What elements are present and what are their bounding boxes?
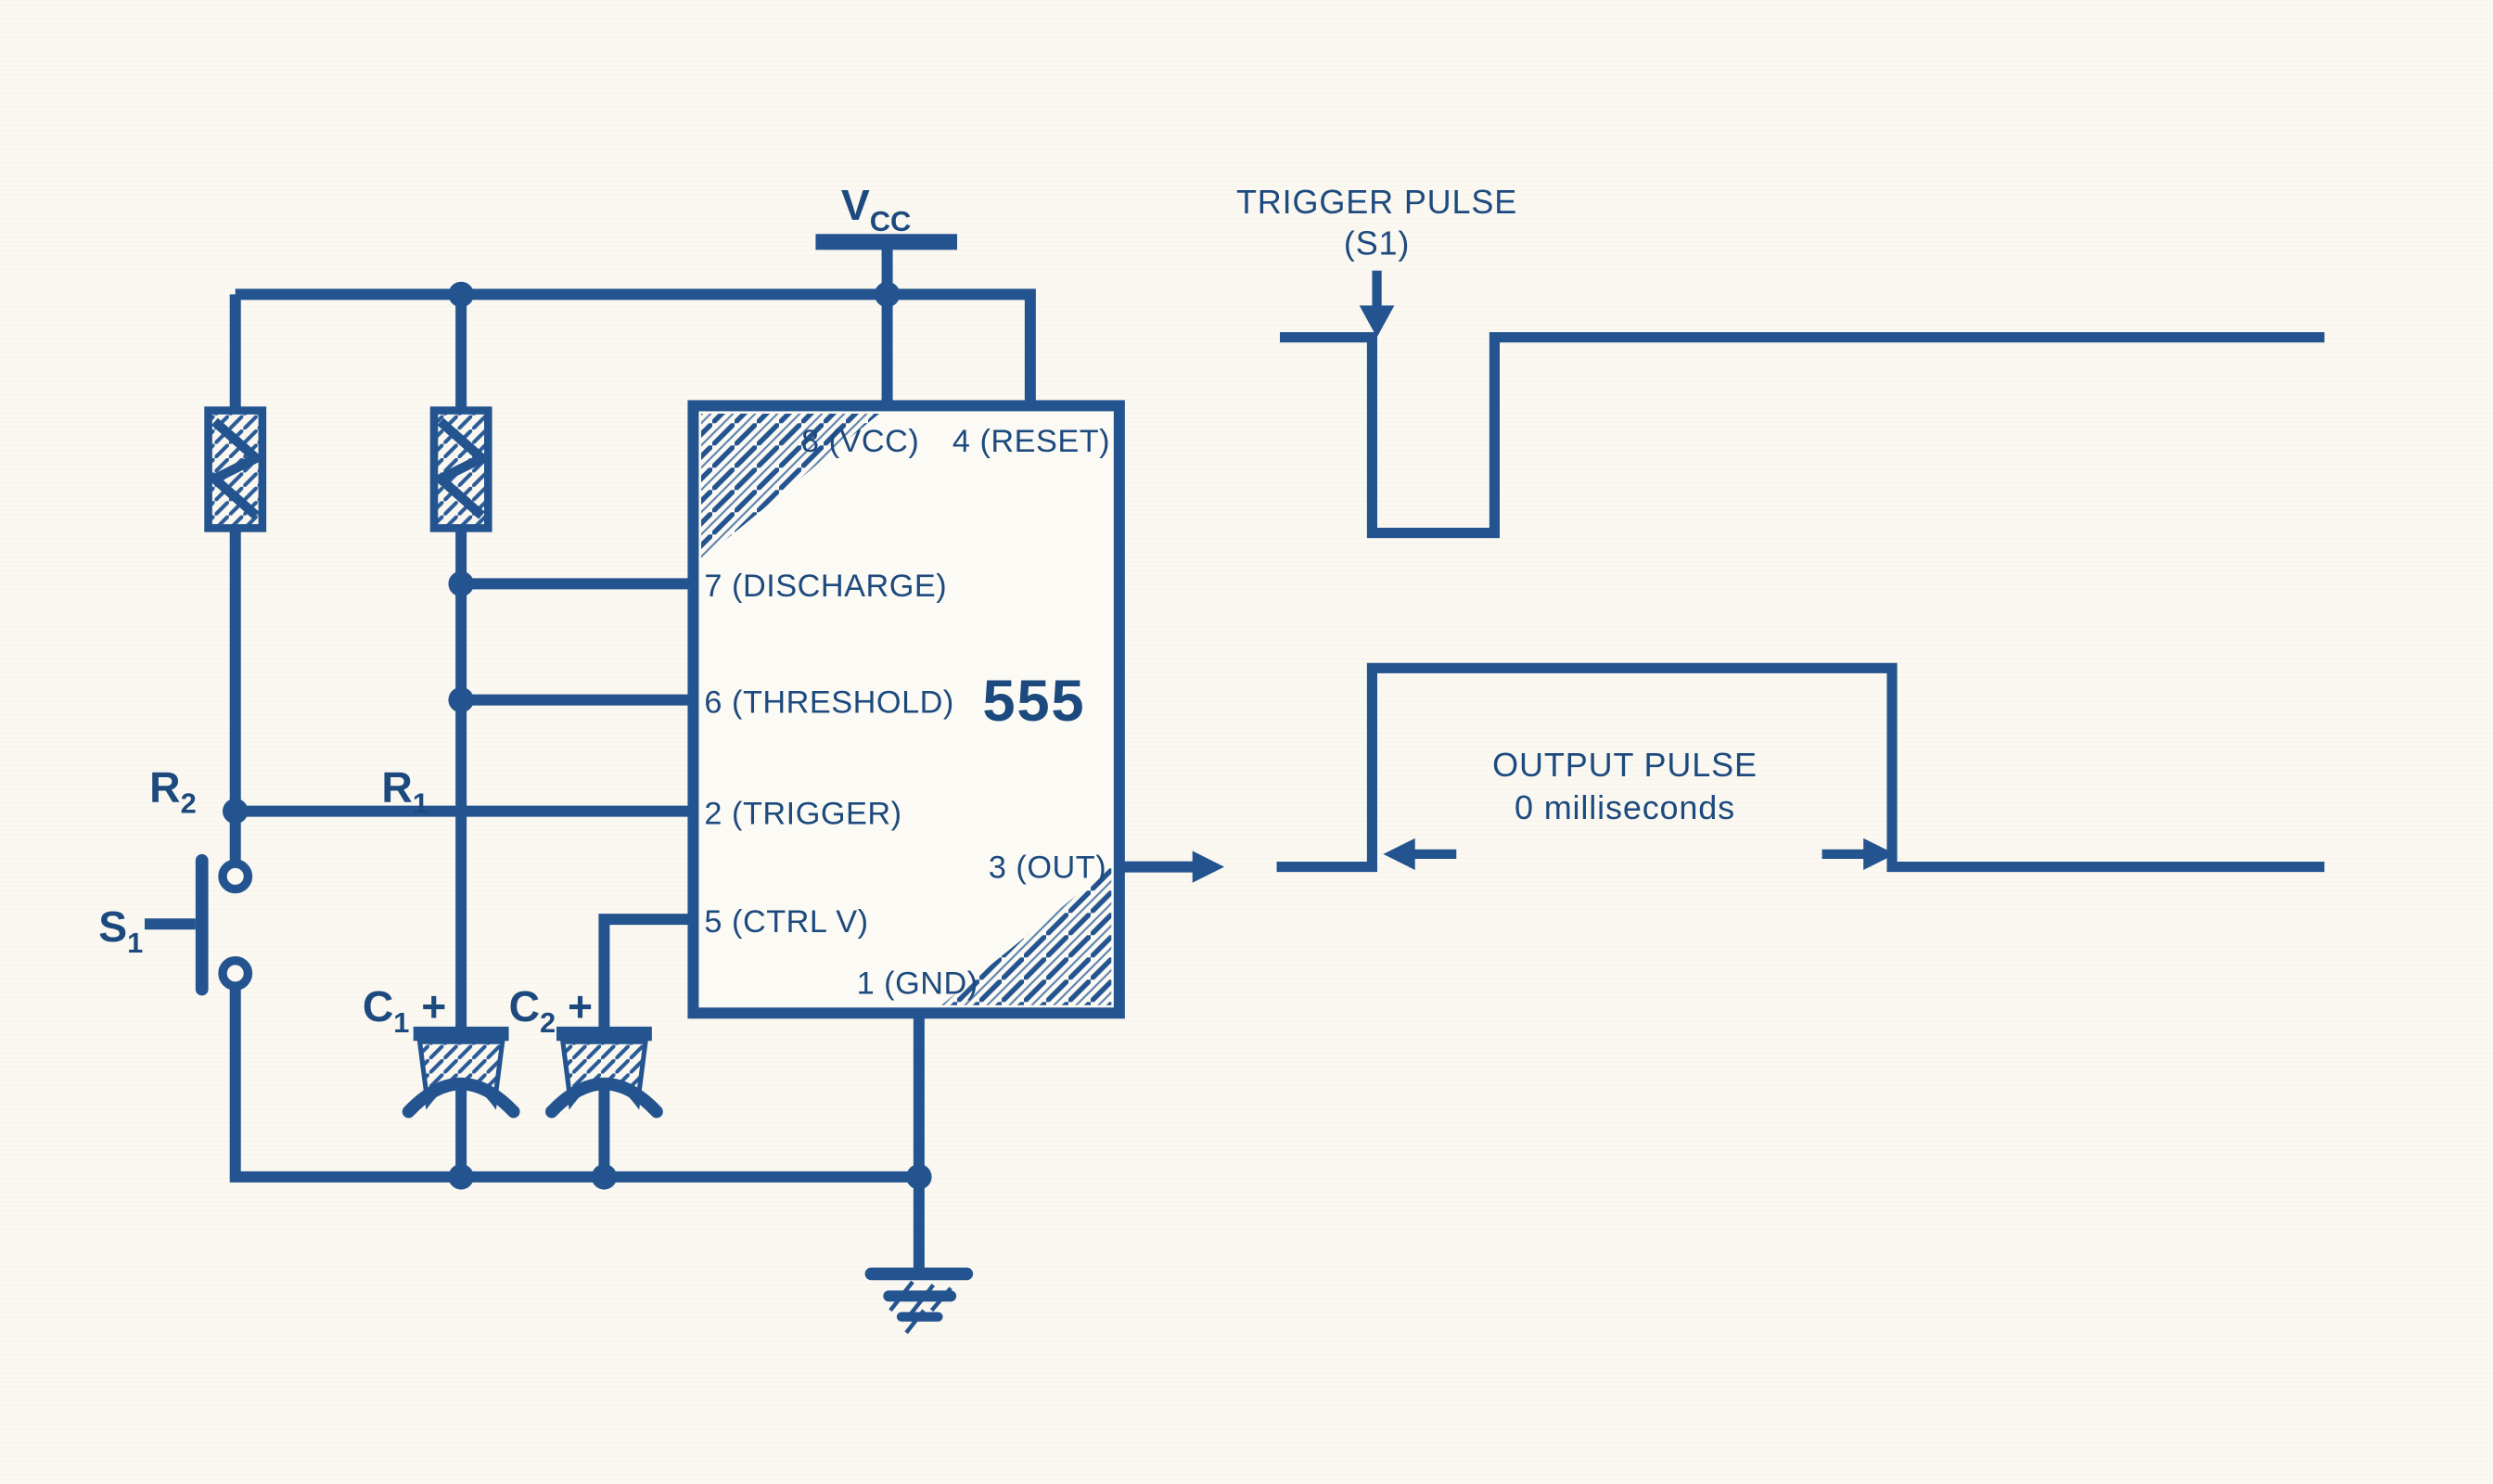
junction-dot (223, 798, 249, 825)
bottom-rail-wire (229, 986, 919, 1183)
resistor-r2-label: R2 (149, 762, 197, 819)
junction-dot (874, 281, 901, 308)
ic-pin5-label: 5 (CTRL V) (704, 904, 868, 940)
junction-dot (448, 570, 474, 597)
resistor-r2-zigzag (206, 417, 265, 519)
switch-s1-label: S1 (98, 902, 143, 959)
pin5-ctrl-wire (598, 914, 694, 1028)
junction-dot (591, 1164, 618, 1190)
ic-pin7-label: 7 (DISCHARGE) (704, 569, 947, 604)
ic-555-name: 555 (982, 669, 1085, 734)
capacitor-c2: C2 + (509, 982, 663, 1119)
ground-hatch-ticks (889, 1280, 952, 1335)
c1-bottom-plate (402, 1077, 520, 1119)
resistor-r1: R1 (381, 406, 492, 819)
ic-pin6-label: 6 (THRESHOLD) (704, 684, 953, 720)
output-pin-arrow (1119, 851, 1224, 883)
top-rail-wire (235, 288, 1036, 406)
ic-pin4-label: 4 (RESET) (952, 424, 1110, 459)
trigger-waveform-trace (1280, 332, 2325, 539)
vcc-label: VCC (841, 181, 911, 237)
resistor-r1-zigzag (431, 417, 491, 519)
junction-dot (906, 1164, 932, 1190)
s1-top-contact (218, 859, 253, 894)
resistor-r2: R2 (149, 406, 267, 819)
out-arrowhead-icon (1192, 851, 1224, 883)
junction-dots (223, 281, 932, 1190)
output-pulse-duration: 0 milliseconds (1515, 788, 1735, 826)
ic-pin1-label: 1 (GND) (857, 966, 978, 1002)
capacitor-c1: C1 + (363, 982, 520, 1119)
output-waveform: OUTPUT PULSE 0 milliseconds (1276, 662, 2325, 873)
junction-dot (448, 281, 474, 308)
trigger-waveform: TRIGGER PULSE (S1) (1236, 183, 2325, 539)
pulse-width-right-arrowhead-icon (1863, 838, 1896, 870)
resistor-r1-label: R1 (381, 762, 428, 819)
junction-dot (448, 686, 474, 713)
output-waveform-trace (1276, 662, 2325, 873)
junction-dot (448, 1164, 474, 1190)
trigger-pulse-title: TRIGGER PULSE (1236, 183, 1517, 221)
ground-symbol (864, 1267, 974, 1335)
pulse-width-left-arrowhead-icon (1383, 838, 1415, 870)
pushbutton-switch-s1: S1 (98, 853, 253, 996)
ic-pin2-label: 2 (TRIGGER) (704, 796, 901, 831)
vcc-supply-symbol: VCC (815, 181, 957, 406)
output-pulse-title: OUTPUT PULSE (1492, 746, 1758, 784)
c2-bottom-plate (544, 1077, 663, 1119)
capacitor-c1-label: C1 + (363, 982, 446, 1039)
s1-bottom-contact (218, 956, 253, 991)
ic-pin8-label: 8 (VCC) (801, 424, 919, 459)
ic-555: 8 (VCC) 4 (RESET) 7 (DISCHARGE) 6 (THRES… (687, 400, 1125, 1019)
trigger-pulse-subtitle: (S1) (1344, 224, 1410, 262)
capacitor-c2-label: C2 + (509, 982, 593, 1039)
ic-pin3-label: 3 (OUT) (989, 851, 1106, 886)
circuit-wires (229, 288, 1036, 1273)
trigger-down-arrowhead-icon (1359, 305, 1395, 338)
